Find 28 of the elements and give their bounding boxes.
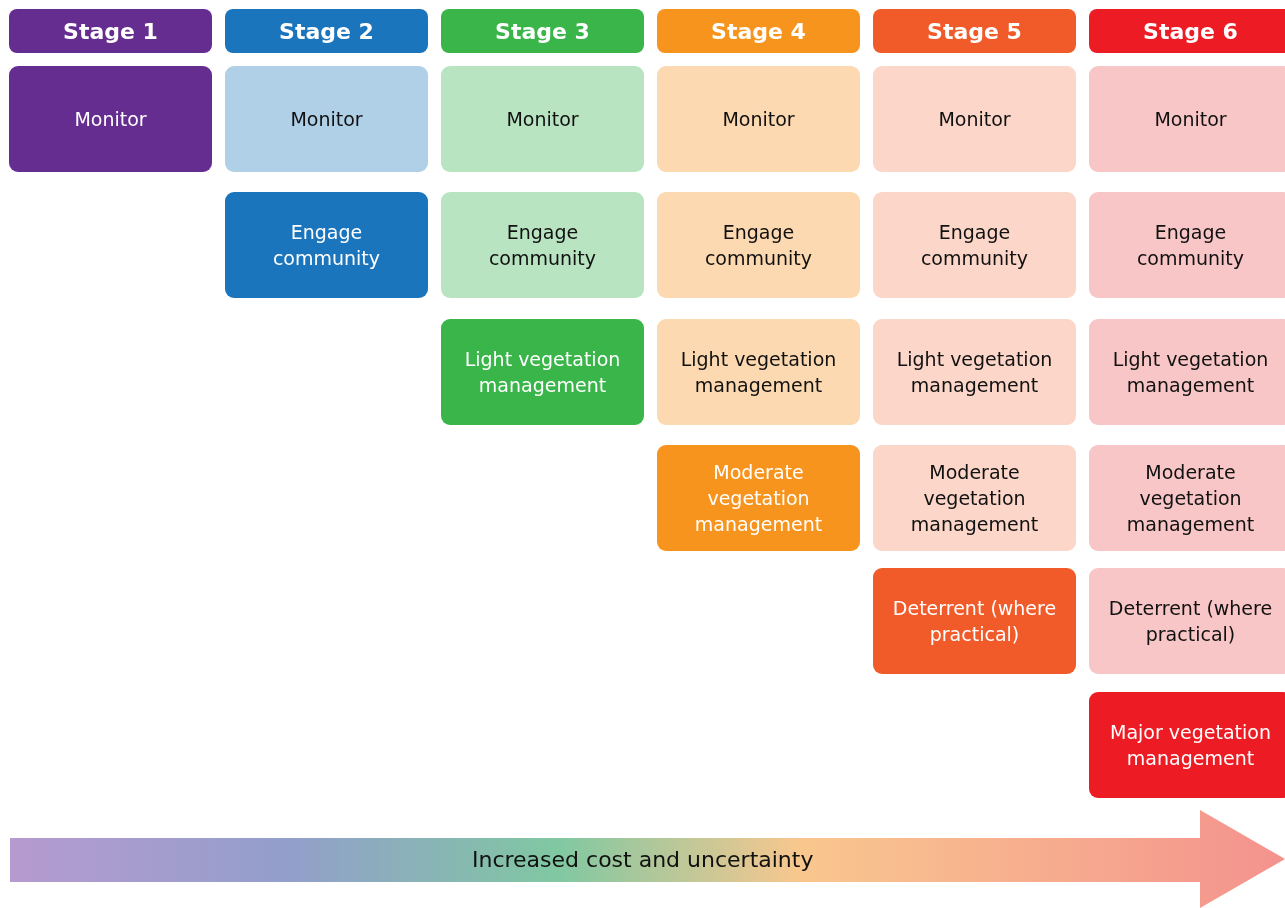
action-card: Light vegetation management <box>1089 319 1285 425</box>
action-card: Monitor <box>1089 66 1285 172</box>
stage-header: Stage 6 <box>1089 9 1285 53</box>
action-card: Monitor <box>441 66 644 172</box>
action-card: Monitor <box>657 66 860 172</box>
action-card: Engage community <box>1089 192 1285 298</box>
action-card: Major vegetation management <box>1089 692 1285 798</box>
action-card: Monitor <box>225 66 428 172</box>
action-card: Engage community <box>873 192 1076 298</box>
action-card: Moderate vegetation management <box>657 445 860 551</box>
stage-header: Stage 2 <box>225 9 428 53</box>
action-card: Moderate vegetation management <box>873 445 1076 551</box>
action-card: Moderate vegetation management <box>1089 445 1285 551</box>
action-card: Monitor <box>9 66 212 172</box>
action-card: Light vegetation management <box>873 319 1076 425</box>
action-card: Monitor <box>873 66 1076 172</box>
action-card: Engage community <box>225 192 428 298</box>
stage-header: Stage 5 <box>873 9 1076 53</box>
action-card: Engage community <box>657 192 860 298</box>
arrow-label: Increased cost and uncertainty <box>472 846 814 872</box>
action-card: Light vegetation management <box>441 319 644 425</box>
stage-header: Stage 1 <box>9 9 212 53</box>
action-card: Engage community <box>441 192 644 298</box>
action-card: Deterrent (where practical) <box>1089 568 1285 674</box>
action-card: Deterrent (where practical) <box>873 568 1076 674</box>
stage-header: Stage 4 <box>657 9 860 53</box>
stage-header: Stage 3 <box>441 9 644 53</box>
action-card: Light vegetation management <box>657 319 860 425</box>
